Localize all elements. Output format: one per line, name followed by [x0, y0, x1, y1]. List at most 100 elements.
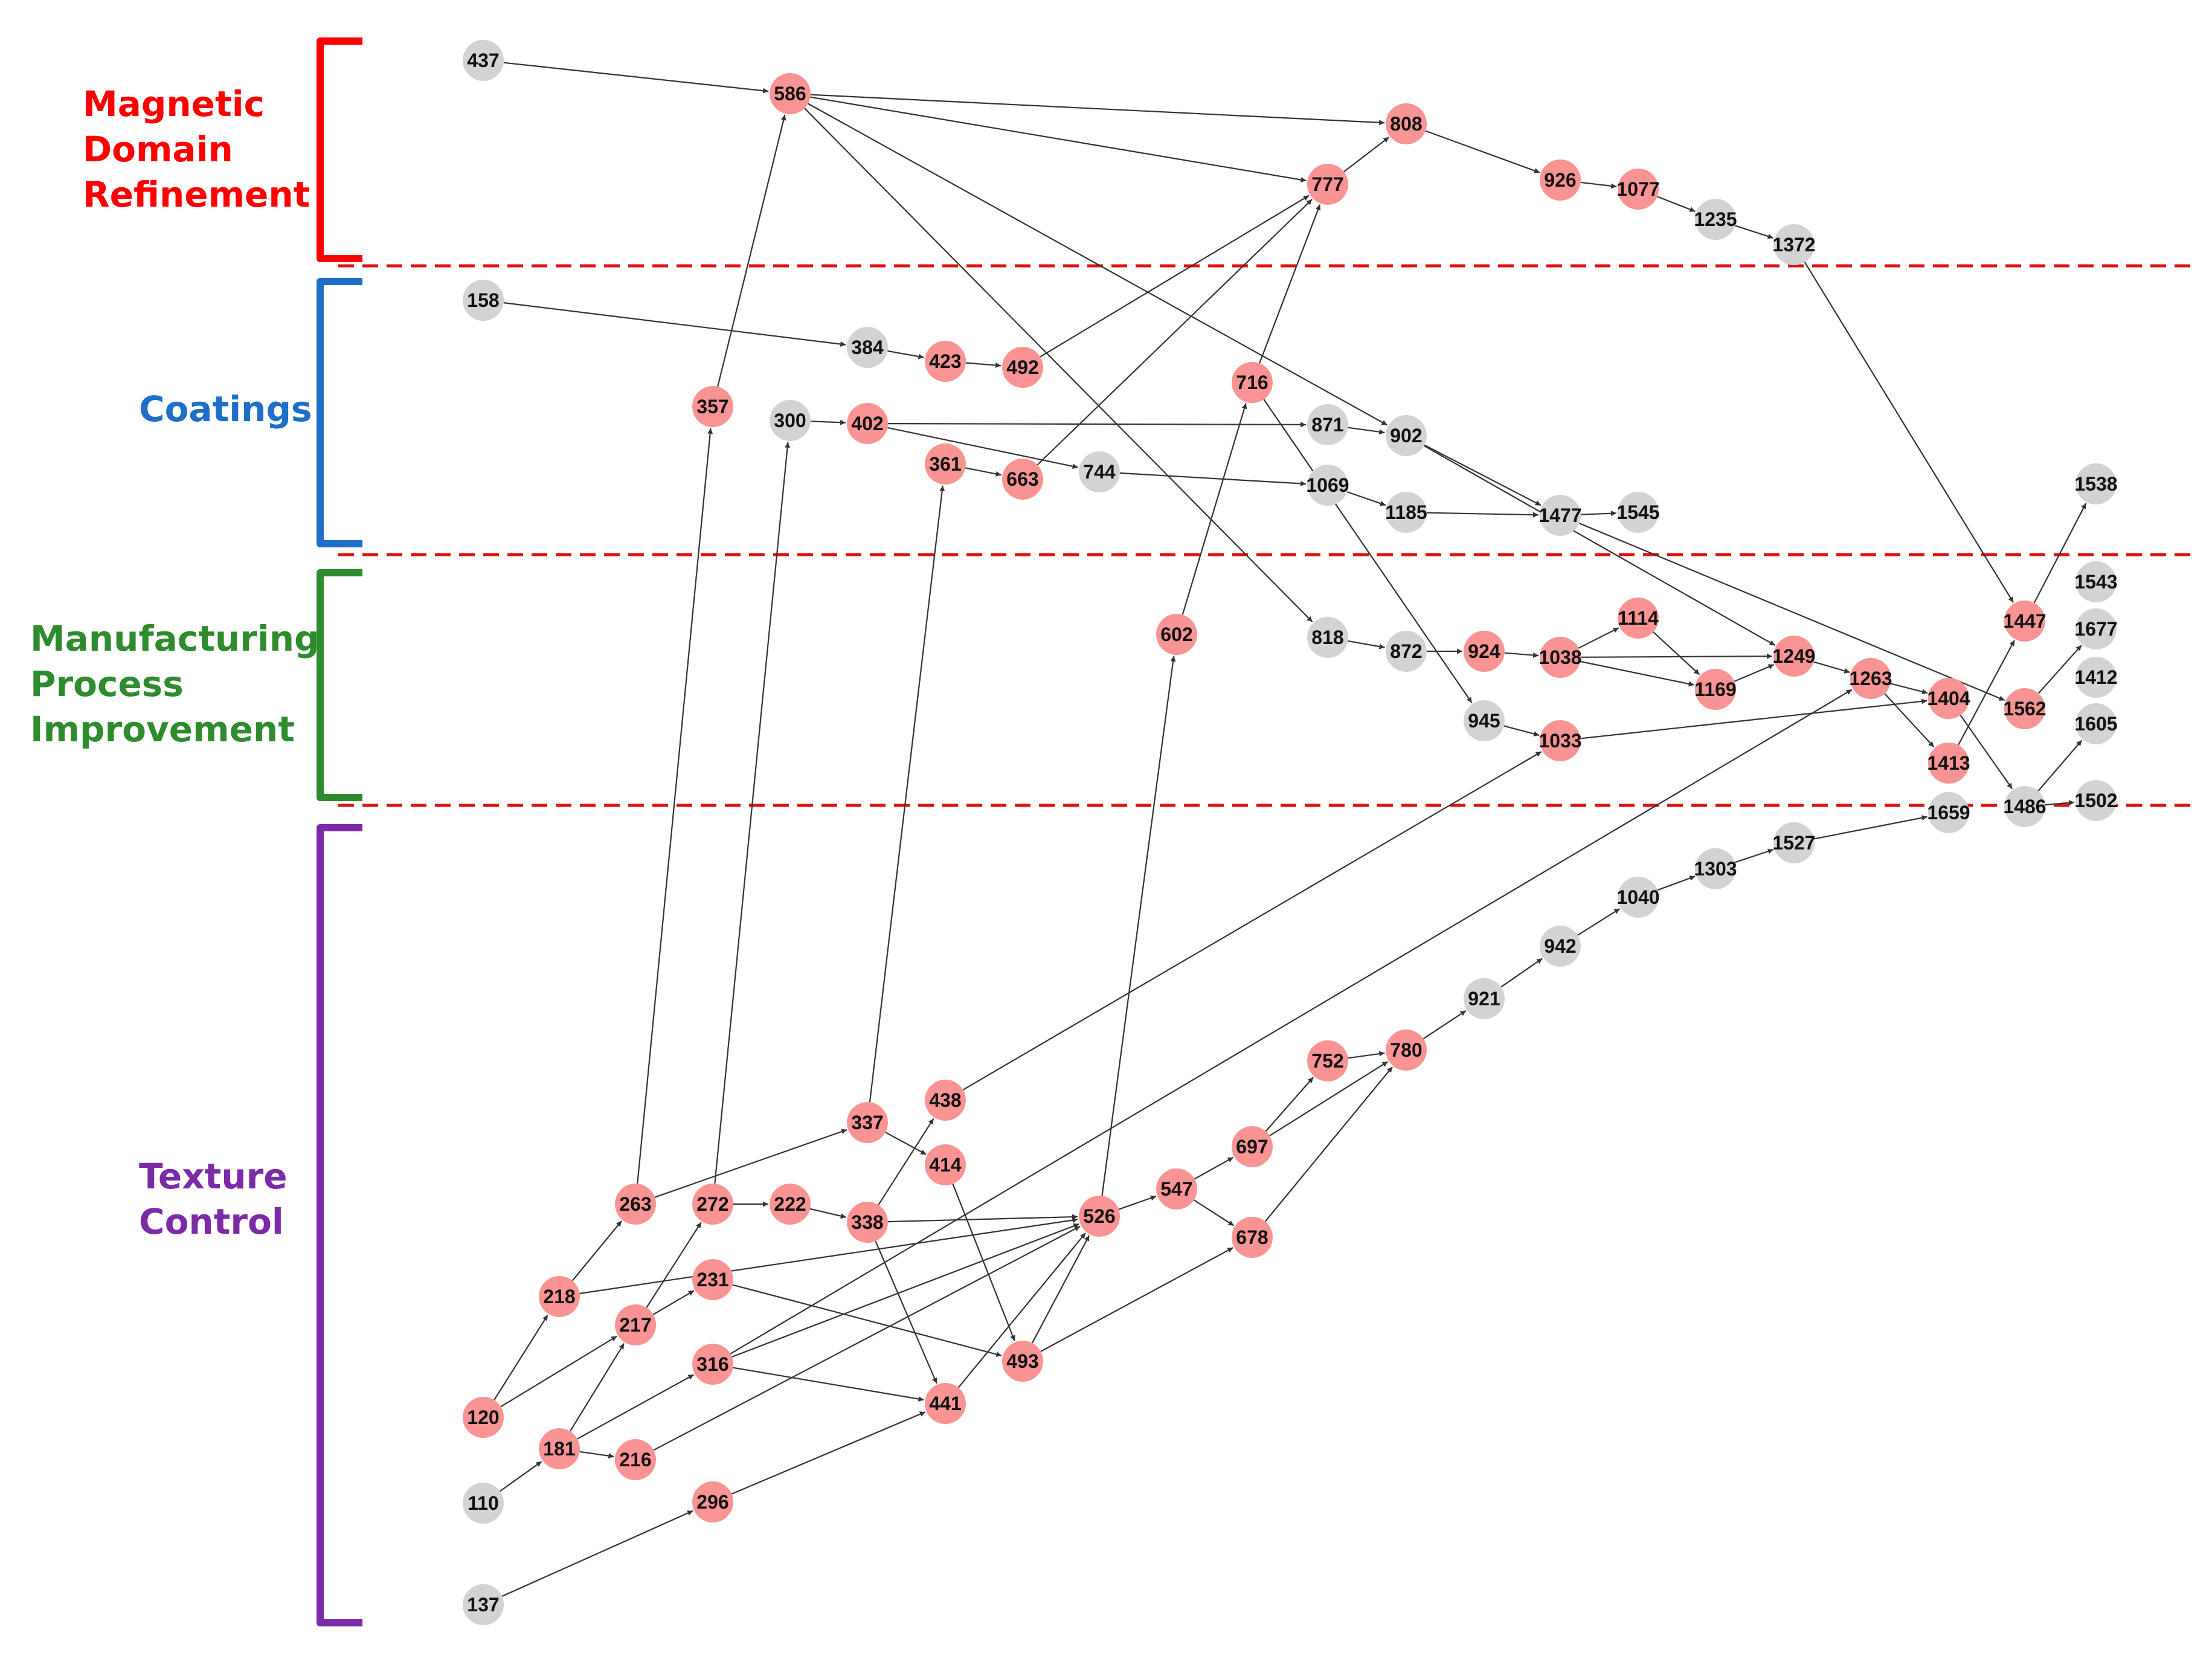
- node-945[interactable]: 945: [1464, 700, 1505, 741]
- node-942[interactable]: 942: [1540, 926, 1581, 967]
- edge-1263-1413: [1884, 693, 1935, 748]
- node-777[interactable]: 777: [1307, 164, 1348, 205]
- node-872[interactable]: 872: [1386, 631, 1427, 672]
- node-circle: [1307, 617, 1348, 658]
- node-1249[interactable]: 1249: [1772, 636, 1816, 677]
- node-1562[interactable]: 1562: [2003, 688, 2046, 729]
- node-602[interactable]: 602: [1156, 614, 1197, 655]
- node-414[interactable]: 414: [925, 1144, 966, 1185]
- node-1303[interactable]: 1303: [1694, 848, 1737, 889]
- node-338[interactable]: 338: [847, 1202, 888, 1243]
- node-1477[interactable]: 1477: [1538, 495, 1582, 536]
- node-263[interactable]: 263: [615, 1184, 656, 1225]
- node-218[interactable]: 218: [539, 1276, 580, 1317]
- node-circle: [770, 1184, 811, 1225]
- node-216[interactable]: 216: [615, 1439, 656, 1480]
- node-label: 872: [1390, 640, 1422, 662]
- node-137[interactable]: 137: [463, 1584, 504, 1625]
- node-924[interactable]: 924: [1464, 631, 1505, 672]
- node-818[interactable]: 818: [1307, 617, 1348, 658]
- node-316[interactable]: 316: [692, 1344, 733, 1385]
- node-1538[interactable]: 1538: [2074, 463, 2118, 504]
- node-label: 1413: [1927, 752, 1970, 774]
- node-label: 697: [1236, 1136, 1268, 1158]
- node-120[interactable]: 120: [463, 1397, 504, 1438]
- node-871[interactable]: 871: [1307, 404, 1348, 445]
- node-181[interactable]: 181: [539, 1428, 580, 1469]
- node-217[interactable]: 217: [615, 1304, 656, 1345]
- node-1263[interactable]: 1263: [1849, 658, 1892, 699]
- node-1543[interactable]: 1543: [2074, 561, 2118, 602]
- node-222[interactable]: 222: [770, 1184, 811, 1225]
- edge-808-926: [1425, 130, 1540, 173]
- node-921[interactable]: 921: [1464, 978, 1505, 1019]
- node-1185[interactable]: 1185: [1385, 492, 1427, 533]
- edge-231-493: [732, 1284, 1002, 1357]
- edge-181-316: [577, 1374, 695, 1440]
- node-678[interactable]: 678: [1232, 1217, 1273, 1258]
- node-423[interactable]: 423: [925, 341, 966, 382]
- node-526[interactable]: 526: [1079, 1196, 1120, 1237]
- edge-1038-1249: [1580, 653, 1773, 659]
- node-492[interactable]: 492: [1002, 347, 1043, 388]
- category-label-line: Texture: [139, 1156, 288, 1197]
- node-1605[interactable]: 1605: [2074, 703, 2118, 744]
- node-808[interactable]: 808: [1386, 103, 1427, 144]
- node-1412[interactable]: 1412: [2074, 657, 2118, 698]
- node-547[interactable]: 547: [1156, 1168, 1197, 1210]
- node-1033[interactable]: 1033: [1538, 720, 1582, 761]
- node-1235[interactable]: 1235: [1694, 199, 1737, 240]
- node-1447[interactable]: 1447: [2003, 601, 2046, 642]
- node-label: 586: [774, 83, 806, 105]
- node-circle: [1079, 1196, 1120, 1237]
- node-circle: [1307, 164, 1348, 205]
- node-1372[interactable]: 1372: [1772, 224, 1816, 265]
- node-402[interactable]: 402: [847, 403, 888, 444]
- edge-492-777: [1040, 195, 1310, 358]
- node-437[interactable]: 437: [463, 40, 504, 81]
- node-1069[interactable]: 1069: [1306, 465, 1349, 506]
- node-752[interactable]: 752: [1307, 1040, 1348, 1081]
- node-716[interactable]: 716: [1232, 362, 1273, 403]
- node-1413[interactable]: 1413: [1927, 743, 1970, 784]
- node-296[interactable]: 296: [692, 1481, 733, 1522]
- node-1486[interactable]: 1486: [2003, 786, 2046, 827]
- node-697[interactable]: 697: [1232, 1126, 1273, 1167]
- node-663[interactable]: 663: [1002, 459, 1043, 500]
- node-1677[interactable]: 1677: [2074, 608, 2118, 649]
- node-441[interactable]: 441: [925, 1383, 966, 1424]
- node-circle: [1540, 637, 1581, 678]
- node-300[interactable]: 300: [770, 400, 811, 441]
- node-1077[interactable]: 1077: [1616, 169, 1660, 210]
- node-780[interactable]: 780: [1386, 1030, 1427, 1071]
- node-337[interactable]: 337: [847, 1102, 888, 1143]
- node-1545[interactable]: 1545: [1616, 492, 1660, 533]
- node-272[interactable]: 272: [692, 1184, 733, 1225]
- node-1038[interactable]: 1038: [1538, 637, 1582, 678]
- node-384[interactable]: 384: [847, 327, 888, 368]
- node-circle: [615, 1184, 656, 1225]
- node-357[interactable]: 357: [692, 386, 733, 427]
- node-586[interactable]: 586: [770, 73, 811, 114]
- node-158[interactable]: 158: [463, 280, 504, 321]
- node-circle: [2075, 657, 2117, 698]
- node-circle: [2075, 608, 2117, 649]
- node-1527[interactable]: 1527: [1772, 822, 1816, 863]
- node-361[interactable]: 361: [925, 443, 966, 485]
- node-438[interactable]: 438: [925, 1080, 966, 1121]
- node-1659[interactable]: 1659: [1927, 792, 1970, 833]
- node-493[interactable]: 493: [1002, 1341, 1043, 1382]
- edge-926-1077: [1580, 181, 1617, 189]
- node-902[interactable]: 902: [1386, 415, 1427, 456]
- node-110[interactable]: 110: [463, 1483, 504, 1524]
- edge-871-902: [1348, 427, 1385, 435]
- node-1169[interactable]: 1169: [1694, 669, 1737, 710]
- node-231[interactable]: 231: [692, 1259, 733, 1300]
- node-926[interactable]: 926: [1540, 160, 1581, 201]
- node-744[interactable]: 744: [1079, 451, 1120, 492]
- node-1502[interactable]: 1502: [2074, 780, 2118, 821]
- node-1114[interactable]: 1114: [1618, 598, 1659, 639]
- node-1040[interactable]: 1040: [1616, 877, 1660, 918]
- node-1404[interactable]: 1404: [1927, 678, 1970, 719]
- node-circle: [1002, 459, 1043, 500]
